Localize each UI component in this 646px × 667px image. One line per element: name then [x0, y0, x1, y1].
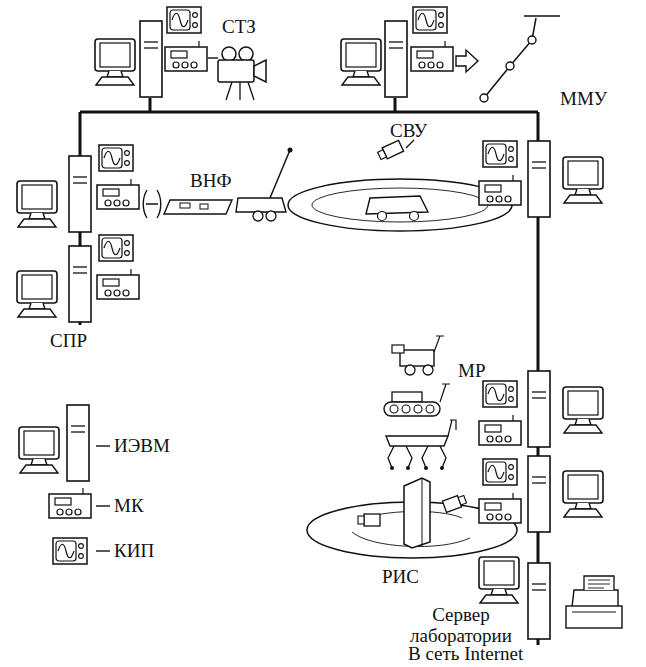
station-label: МР: [458, 360, 485, 381]
server-label: Сервер лаборатории: [402, 604, 520, 646]
station-label: СПР: [50, 330, 87, 351]
vision-station: [95, 7, 266, 100]
robot-cart-station: [17, 145, 293, 232]
network-bus: [80, 98, 538, 645]
station-label: ММУ: [560, 88, 607, 109]
legend-samples: [19, 405, 110, 564]
manipulator-station: [341, 7, 560, 102]
station-label: ВНФ: [190, 170, 231, 191]
video-control-station: [288, 140, 603, 231]
legend-text: ИЭВМ: [114, 435, 170, 456]
decision-station: [17, 235, 139, 322]
legend-text: МК: [114, 495, 144, 516]
legend-text: КИП: [114, 540, 154, 561]
network-note: В сеть Internet: [408, 643, 523, 664]
station-label: СТЗ: [222, 16, 256, 37]
mobile-robots-station: [384, 336, 603, 470]
research-station: [307, 456, 603, 558]
station-label: РИС: [382, 566, 419, 587]
station-label: СВУ: [390, 120, 427, 141]
